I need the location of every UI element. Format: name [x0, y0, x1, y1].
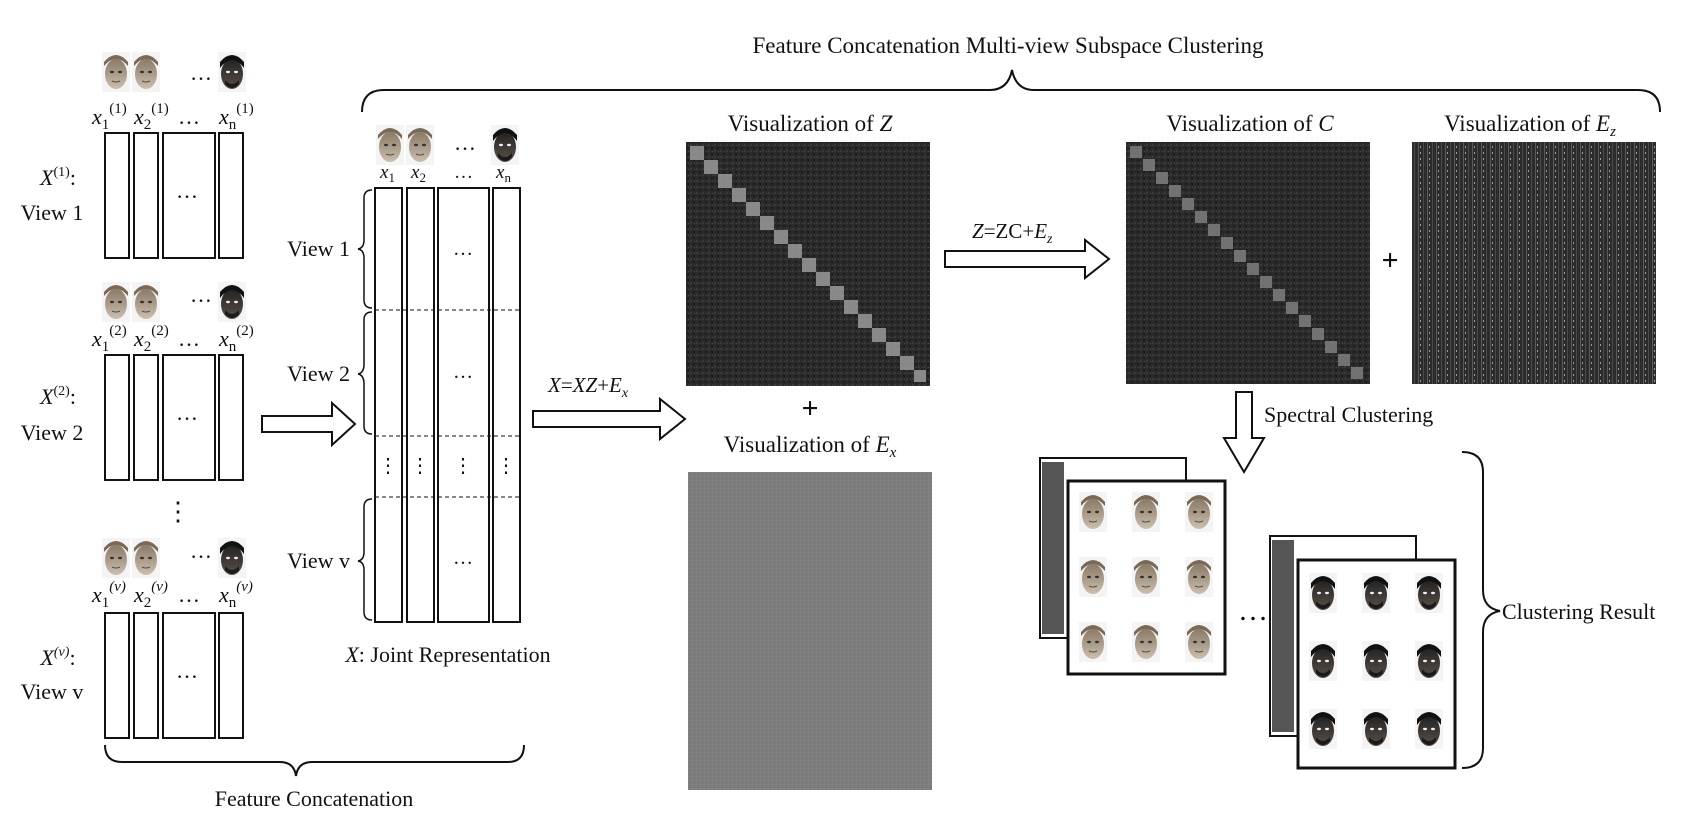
face-thumbnail-icon [218, 282, 246, 322]
visualization-ez-title: Visualization of Ez [1444, 111, 1616, 140]
top-brace [361, 69, 1661, 113]
sample-xn-label: xn(1) [218, 101, 254, 133]
svg-text:⋮: ⋮ [496, 455, 516, 477]
face-thumbnail-icon [131, 51, 161, 93]
joint-xn-label: xn [495, 162, 511, 185]
c-matrix-image [1126, 142, 1370, 384]
ellipsis: … [178, 104, 200, 129]
ellipsis: … [453, 361, 473, 383]
z-matrix-image [686, 142, 930, 386]
svg-text:⋮: ⋮ [378, 455, 398, 477]
ellipsis: … [178, 326, 200, 351]
sample-xn-label: xn(v) [218, 579, 253, 611]
view-2-block: … x1(2) x2(2) … xn(2) … X(2): View 2 [21, 281, 254, 481]
face-grid [1078, 491, 1214, 663]
joint-view-v-label: View v [287, 548, 350, 573]
arrow-right-icon [944, 237, 1111, 281]
sample-x2-label: x2(v) [133, 579, 168, 611]
face-thumbnail-icon [131, 537, 161, 579]
joint-view-1-label: View 1 [287, 236, 350, 261]
ellipsis: … [190, 538, 212, 563]
joint-matrix [374, 187, 521, 623]
view-separators [375, 309, 520, 498]
view-1-label: View 1 [21, 200, 84, 225]
clustering-result-brace [1461, 451, 1501, 769]
ex-matrix-image [688, 472, 932, 790]
visualization-c-title: Visualization of C [1166, 111, 1334, 136]
joint-x2-label: x2 [410, 162, 426, 185]
clustering-result-label: Clustering Result [1502, 599, 1655, 624]
plus-icon: + [801, 392, 818, 425]
view-2-label: View 2 [21, 420, 84, 445]
view-2-matrix [104, 354, 244, 481]
svg-text:⋮: ⋮ [410, 455, 430, 477]
face-thumbnail-icon [218, 538, 246, 578]
face-grid [1309, 573, 1443, 749]
ellipsis: … [176, 658, 198, 683]
feature-concatenation-label: Feature Concatenation [215, 786, 414, 811]
face-thumbnail-icon [375, 124, 405, 166]
equation-z-zc-ez: Z=ZC+Ez [972, 219, 1053, 247]
sample-x1-label: x1(2) [91, 323, 127, 355]
view-1-matrix [104, 132, 244, 259]
diagonal-blocks [690, 146, 926, 382]
visualization-z-title: Visualization of Z [728, 111, 893, 136]
sample-x1-label: x1(1) [91, 101, 127, 133]
ellipsis: … [176, 400, 198, 425]
view-1-block: … x1(1) x2(1) … xn(1) … X(1): View 1 [21, 51, 254, 259]
equation-x-xz-ex: X=XZ+Ex [547, 373, 629, 401]
ellipsis: … [1238, 594, 1268, 627]
joint-representation-caption: X: Joint Representation [344, 642, 550, 667]
joint-view-2-label: View 2 [287, 361, 350, 386]
sample-xn-label: xn(2) [218, 323, 254, 355]
face-thumbnail-icon [101, 51, 131, 93]
sample-x1-label: x1(v) [91, 579, 126, 611]
view-v-label: View v [21, 679, 84, 704]
face-thumbnail-icon [218, 52, 246, 92]
cluster-1-faces [1039, 457, 1227, 676]
svg-text:⋮: ⋮ [453, 455, 473, 477]
view-v-matrix-label: X(v): [39, 645, 75, 670]
sample-x2-label: x2(2) [133, 323, 169, 355]
view-2-matrix-label: X(2): [39, 384, 76, 409]
view-braces [357, 189, 373, 621]
ellipsis: … [453, 547, 473, 569]
arrow-right-icon [261, 400, 357, 448]
cluster-n-faces [1269, 535, 1457, 770]
face-thumbnail-icon [405, 124, 435, 166]
ellipsis: … [453, 238, 473, 260]
view-v-matrix [104, 612, 244, 739]
joint-representation: … x1 x2 … xn … … … ⋮⋮⋮⋮ View 1 View 2 V [287, 124, 551, 667]
vertical-ellipsis: ⋮ [165, 497, 191, 526]
visualization-ex-title: Visualization of Ex [724, 432, 897, 461]
feature-concatenation-brace [104, 744, 525, 777]
view-v-block: … x1(v) x2(v) … xn(v) … X(v): View v [21, 537, 253, 739]
diagonal-blocks [1130, 146, 1363, 379]
view-1-matrix-label: X(1): [39, 165, 76, 190]
ellipsis: … [190, 60, 212, 85]
arrow-down-icon [1222, 391, 1266, 474]
face-thumbnail-icon [131, 281, 161, 323]
spectral-clustering-label: Spectral Clustering [1264, 402, 1433, 427]
joint-x1-label: x1 [379, 162, 395, 185]
ellipsis: … [176, 178, 198, 203]
ellipsis: … [454, 130, 476, 155]
diagram-title: Feature Concatenation Multi-view Subspac… [753, 33, 1264, 58]
face-thumbnail-icon [491, 125, 519, 165]
ez-matrix-image [1412, 142, 1656, 384]
ellipsis: … [178, 582, 200, 607]
arrow-right-icon [532, 396, 687, 442]
face-thumbnail-icon [101, 537, 131, 579]
plus-icon: + [1381, 244, 1398, 277]
ellipsis: … [190, 282, 212, 307]
face-thumbnail-icon [101, 281, 131, 323]
vertical-ellipsis: ⋮ ⋮ ⋮ ⋮ [378, 455, 516, 477]
ellipsis: … [454, 162, 473, 183]
sample-x2-label: x2(1) [133, 101, 169, 133]
